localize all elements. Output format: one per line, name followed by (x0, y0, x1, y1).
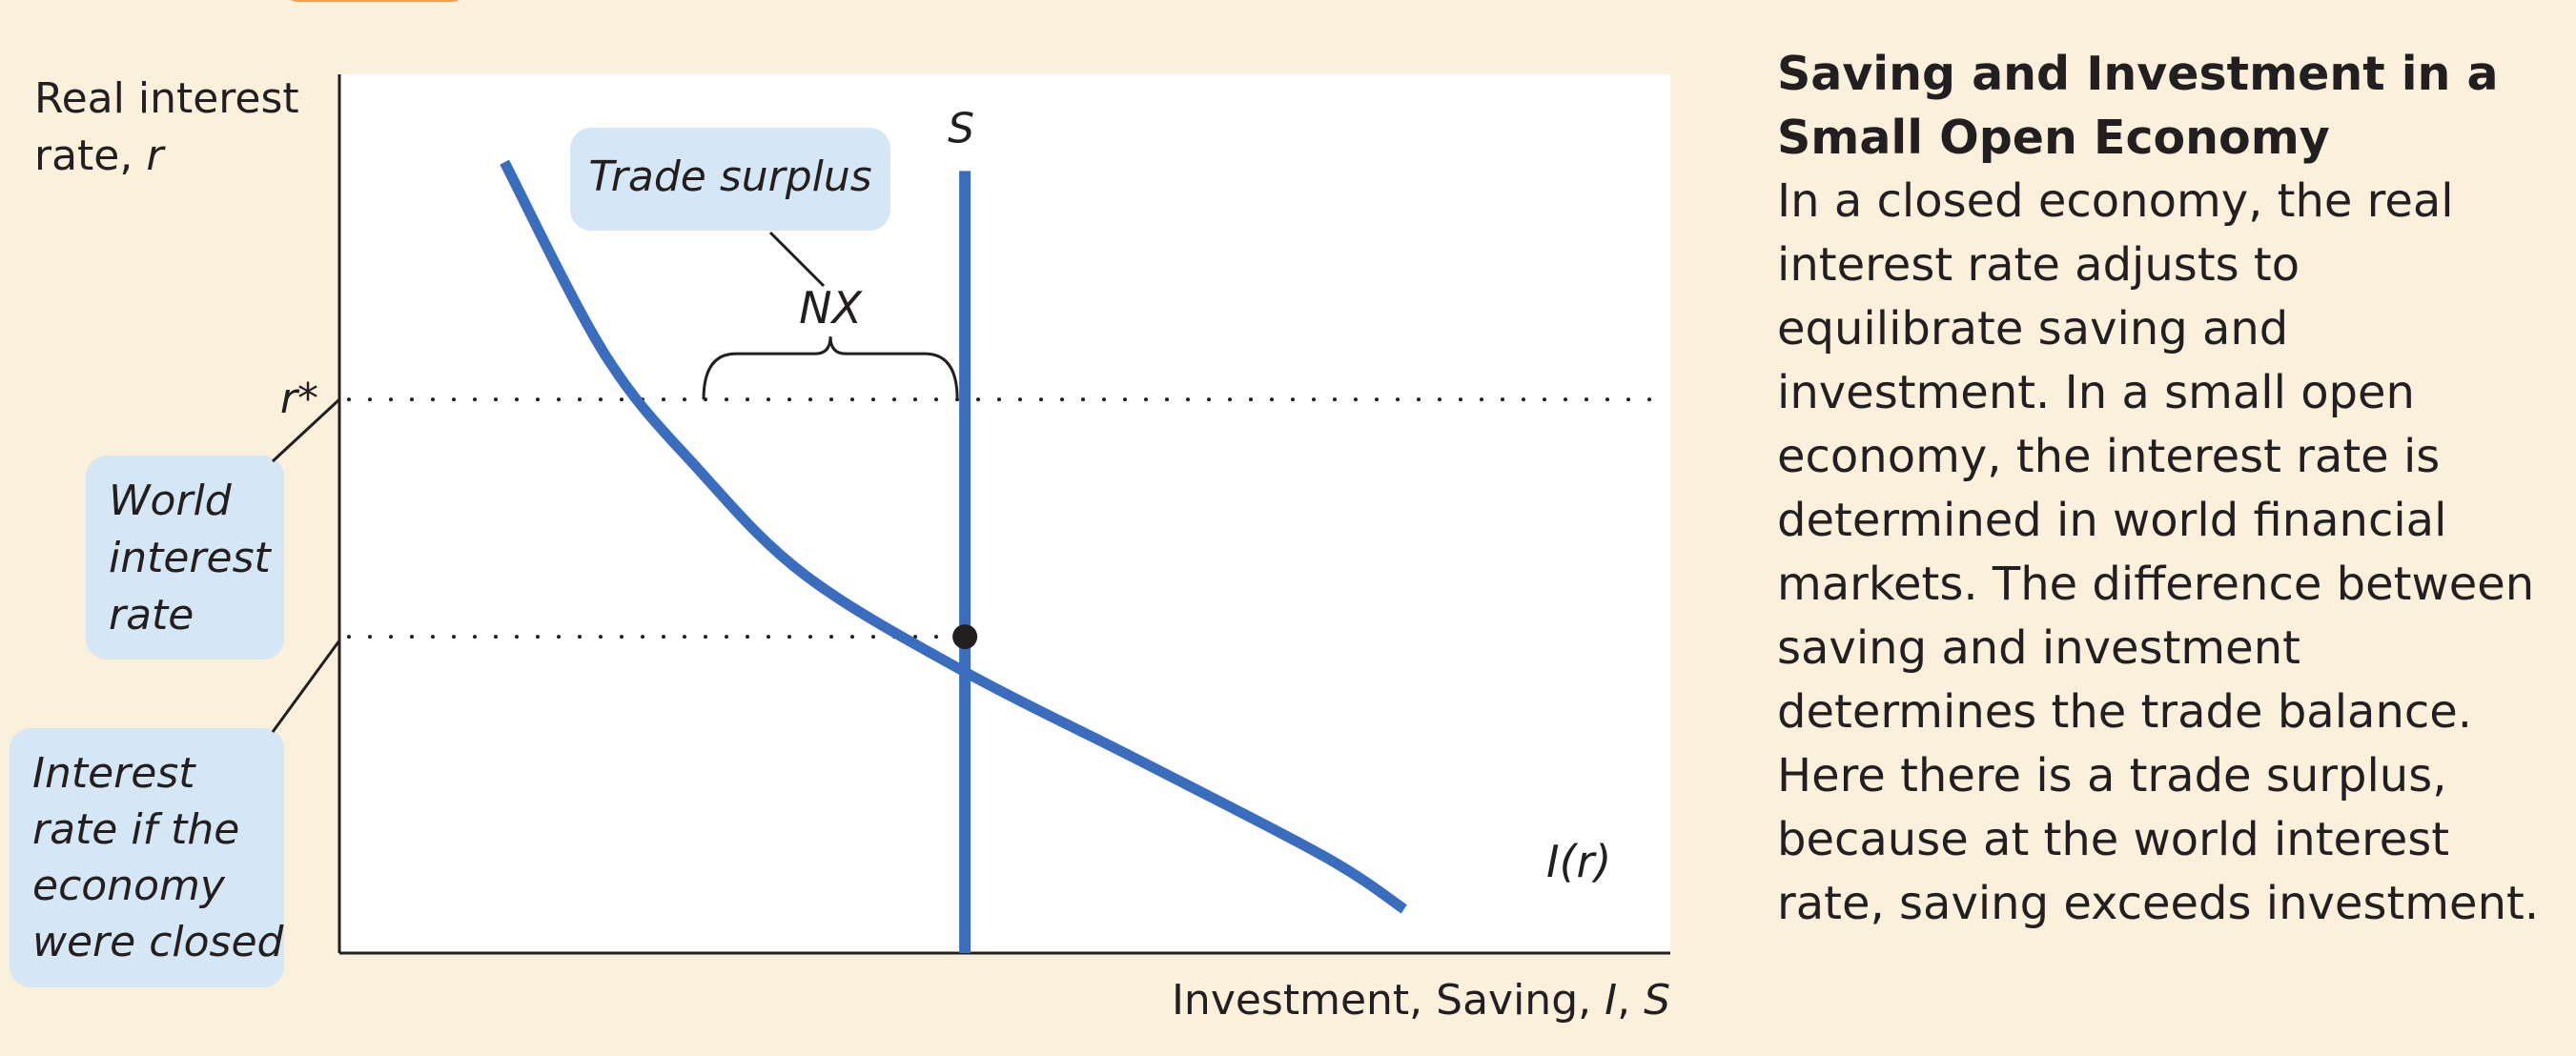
nx-label: NX (799, 282, 863, 334)
x-axis-label: Investment, Saving, I, S (1172, 976, 1670, 1025)
trade-surplus-leader (768, 231, 826, 288)
nx-brace (702, 336, 959, 400)
closed-rate-callout (10, 728, 284, 987)
investment-label: I(r) (1546, 836, 1611, 887)
panel-title: Saving and Investment in a Small Open Ec… (1777, 47, 2499, 165)
trade-surplus-callout (570, 128, 890, 231)
saving-label: S (948, 104, 974, 152)
panel-caption: In a closed economy, the real interest r… (1777, 174, 2540, 930)
world-rate-leader (271, 398, 341, 463)
world-rate-tick-label: r* (280, 375, 318, 423)
figure-tab-marker (284, 0, 465, 2)
investment-curve (500, 159, 1407, 914)
caption-panel: Saving and Investment in a Small Open Ec… (1777, 42, 2540, 936)
closed-rate-leader (271, 640, 341, 733)
world-rate-callout (86, 456, 284, 660)
trade-surplus-text: Trade surplus (588, 152, 871, 201)
plot-area (339, 74, 1670, 953)
closed-equilibrium-point (952, 624, 978, 650)
